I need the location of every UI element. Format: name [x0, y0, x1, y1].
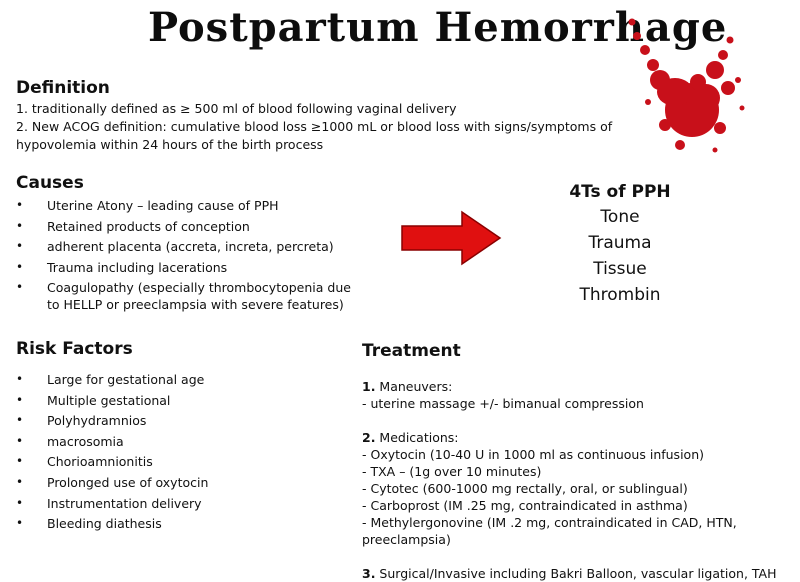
four-ts-item: Trauma [588, 233, 652, 253]
bullet-icon: • [16, 392, 24, 407]
blood-splatter-icon [628, 18, 745, 153]
bullet-icon: • [16, 433, 24, 448]
page-title: Postpartum Hemorrhage [148, 4, 728, 51]
list-item: •Trauma including lacerations [16, 259, 228, 275]
bullet-icon: • [16, 280, 24, 295]
list-item: •Coagulopathy (especially thrombocytopen… [16, 280, 351, 296]
definition-heading: Definition [16, 78, 110, 98]
definition-line-2: 2. New ACOG definition: cumulative blood… [16, 119, 613, 134]
causes-list: •Uterine Atony – leading cause of PPH •R… [16, 197, 351, 317]
treatment-medication-item: - Oxytocin (10-40 U in 1000 ml as contin… [362, 447, 704, 462]
treatment-maneuvers-item: - uterine massage +/- bimanual compressi… [362, 396, 644, 411]
four-ts-item: Tone [600, 207, 640, 227]
treatment-medication-item: - Cytotec (600-1000 mg rectally, oral, o… [362, 481, 688, 496]
causes-heading: Causes [16, 173, 84, 193]
list-item: •Uterine Atony – leading cause of PPH [16, 198, 279, 213]
bullet-icon: • [16, 239, 24, 254]
treatment-medication-item: - Methylergonovine (IM .2 mg, contraindi… [362, 515, 737, 547]
risk-factors-heading: Risk Factors [16, 339, 133, 359]
definition-line-2-cont: hypovolemia within 24 hours of the birth… [16, 137, 324, 152]
bullet-icon: • [16, 372, 24, 386]
four-ts-heading: 4Ts of PPH [569, 182, 671, 202]
list-item: •macrosomia [16, 433, 124, 449]
bullet-icon: • [16, 474, 24, 489]
bullet-icon: • [16, 454, 24, 469]
list-item: •Polyhydramnios [16, 413, 147, 429]
four-ts-item: Tissue [593, 259, 647, 279]
bullet-icon: • [16, 413, 24, 428]
list-item: •Prolonged use of oxytocin [16, 474, 209, 490]
definition-line-1: 1. traditionally defined as ≥ 500 ml of … [16, 101, 457, 116]
right-arrow-icon [401, 210, 502, 266]
list-item: •adherent placenta (accreta, increta, pe… [16, 239, 334, 255]
treatment-heading: Treatment [362, 341, 461, 361]
list-item: •Bleeding diathesis [16, 516, 162, 532]
risk-factors-list: •Large for gestational age •Multiple ges… [16, 371, 208, 536]
list-item: •Retained products of conception [16, 218, 250, 234]
list-item-continuation: to HELLP or preeclampsia with severe fea… [47, 297, 344, 313]
list-item: •Multiple gestational [16, 392, 171, 408]
treatment-block: 1. Maneuvers: - uterine massage +/- bima… [362, 378, 800, 582]
bullet-icon: • [16, 516, 24, 531]
list-item: •Large for gestational age [16, 372, 205, 387]
four-ts-box: 4Ts of PPH Tone Trauma Tissue Thrombin [560, 180, 680, 308]
treatment-surgical-label: 3. Surgical/Invasive including Bakri Bal… [362, 566, 777, 581]
list-item: •Chorioamnionitis [16, 454, 153, 470]
treatment-medications-label: 2. Medications: [362, 430, 459, 445]
four-ts-item: Thrombin [579, 285, 661, 305]
treatment-medication-item: - Carboprost (IM .25 mg, contraindicated… [362, 498, 688, 513]
bullet-icon: • [16, 198, 24, 212]
treatment-medication-item: - TXA – (1g over 10 minutes) [362, 464, 542, 479]
treatment-maneuvers-label: 1. Maneuvers: [362, 379, 453, 394]
list-item: •Instrumentation delivery [16, 495, 202, 511]
bullet-icon: • [16, 259, 24, 274]
bullet-icon: • [16, 495, 24, 510]
bullet-icon: • [16, 218, 24, 233]
